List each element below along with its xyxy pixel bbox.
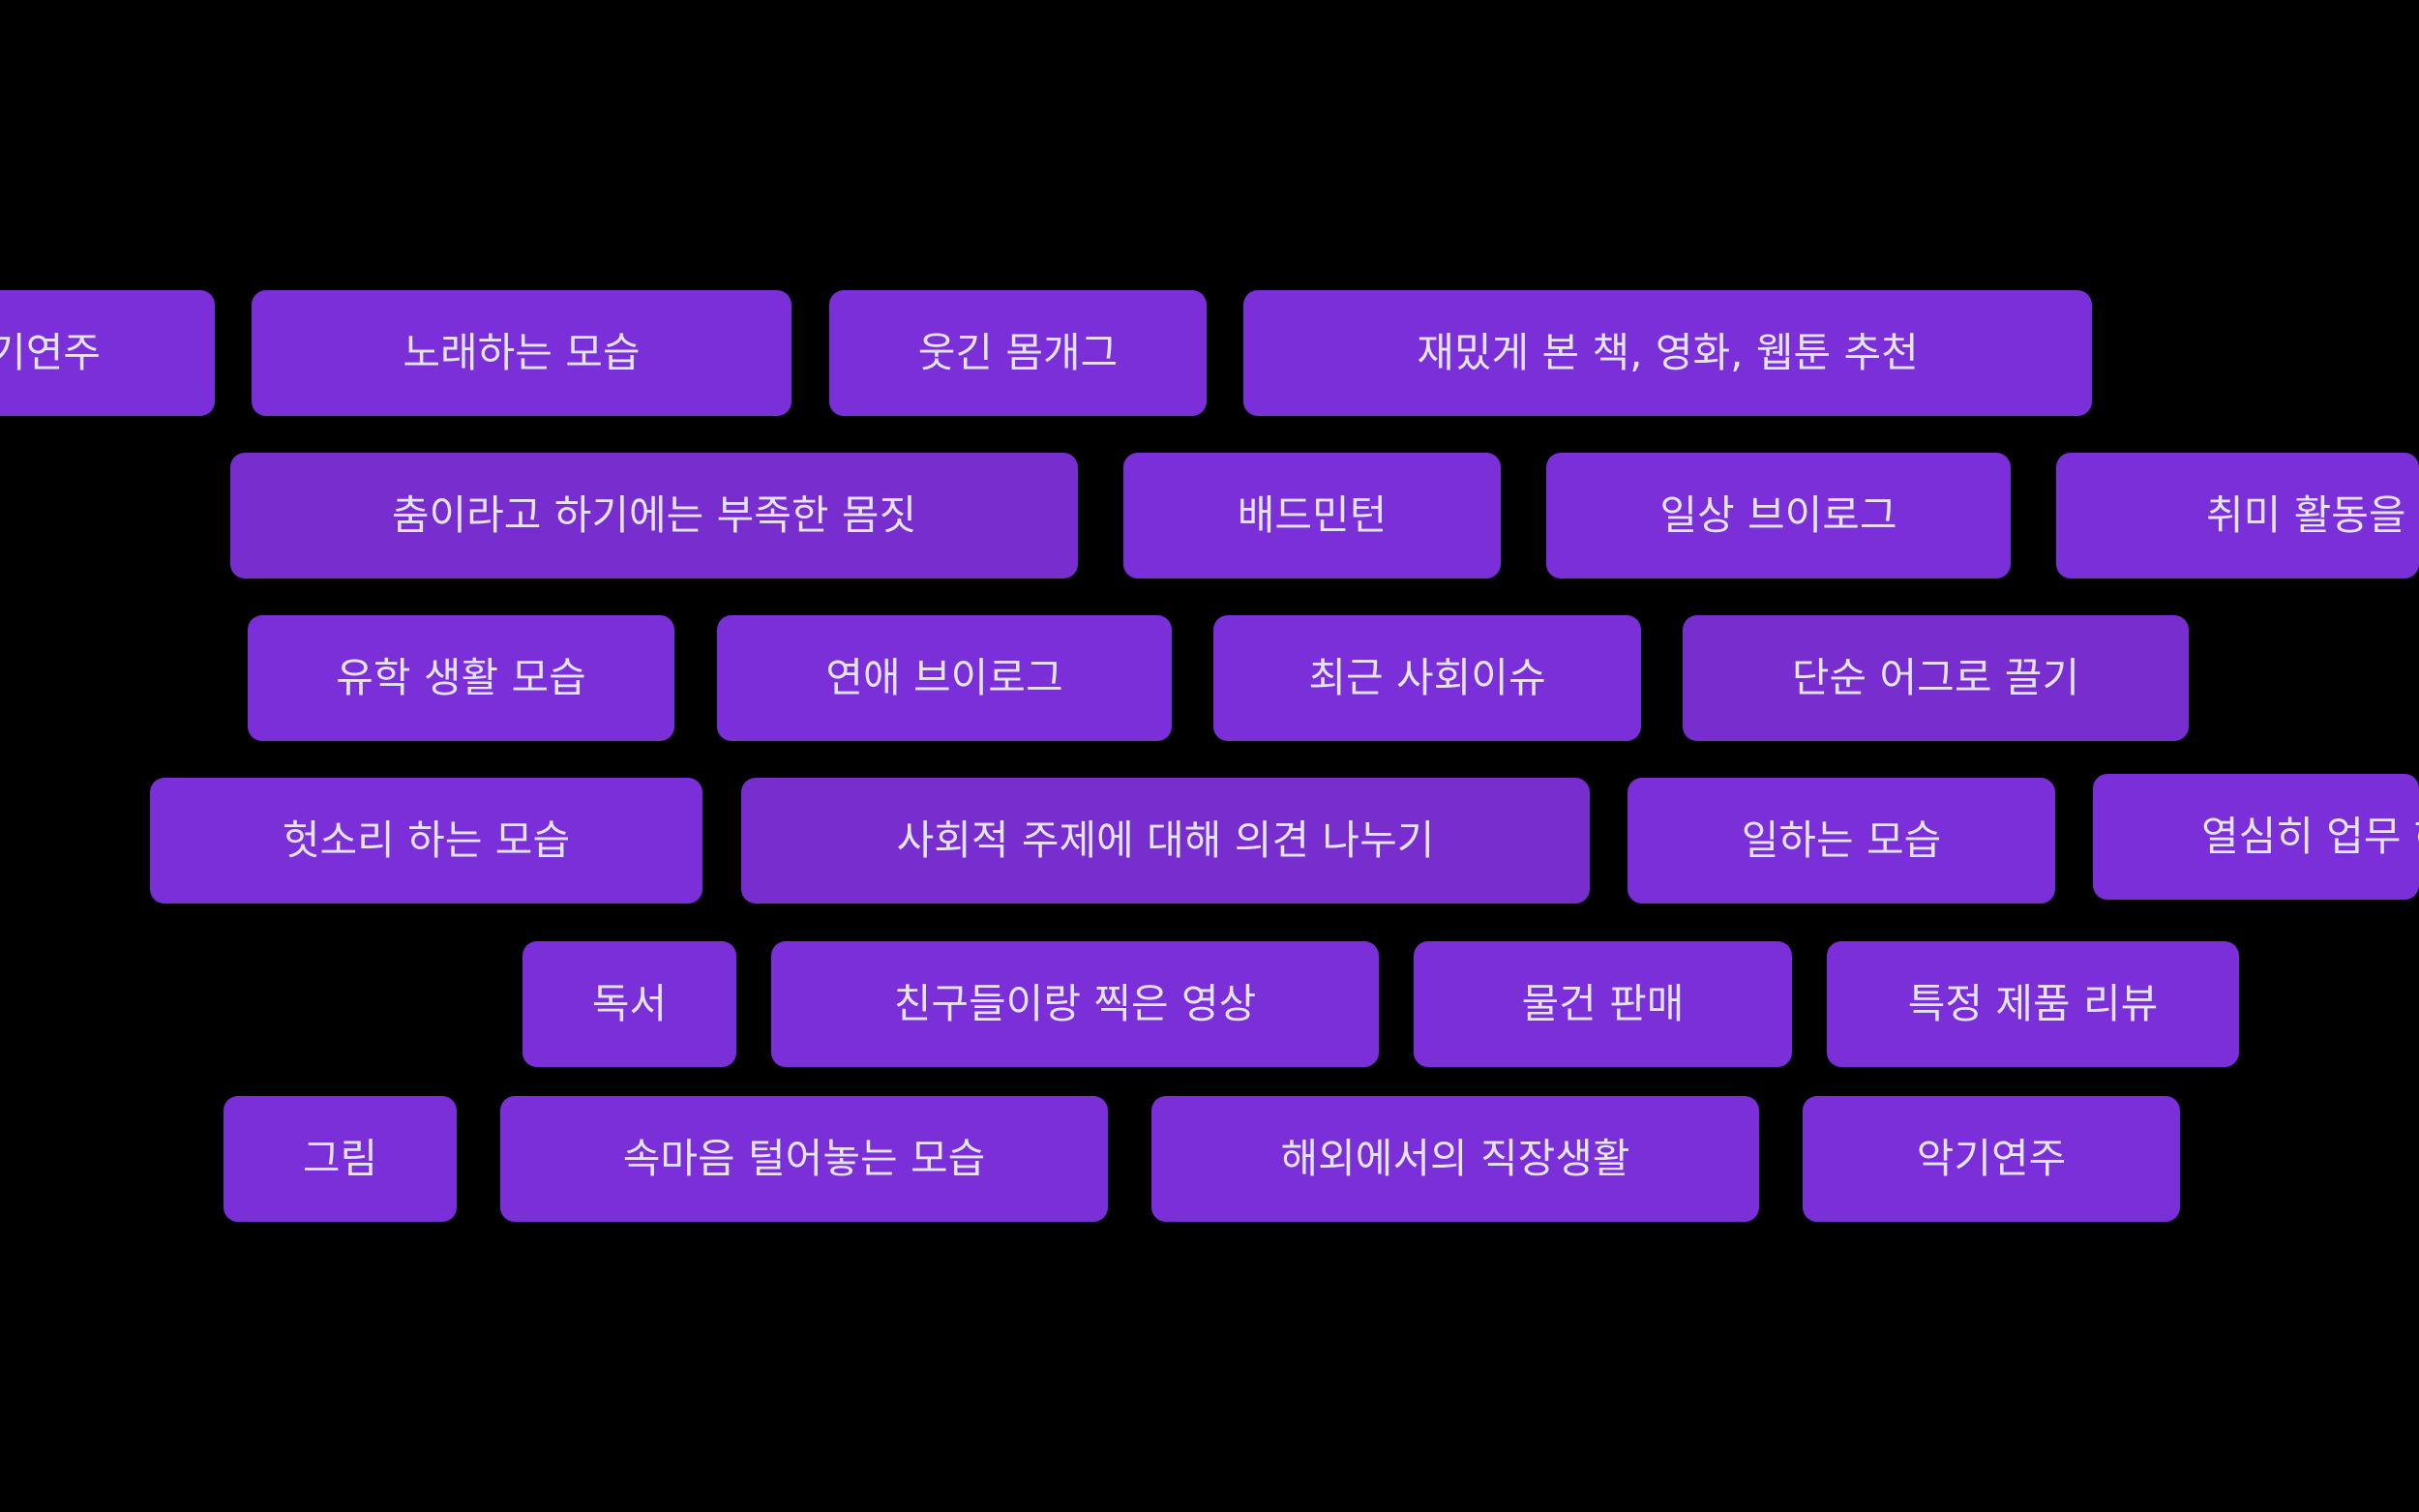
topic-chip[interactable]: 해외에서의 직장생활 xyxy=(1151,1096,1759,1222)
topic-chip[interactable]: 노래하는 모습 xyxy=(252,290,791,416)
topic-chip[interactable]: 독서 xyxy=(523,941,736,1067)
topic-chip[interactable]: 단순 어그로 끌기 xyxy=(1683,615,2189,741)
topic-chip[interactable]: 사회적 주제에 대해 의견 나누기 xyxy=(741,778,1590,904)
topic-chip[interactable]: 재밌게 본 책, 영화, 웹툰 추천 xyxy=(1243,290,2092,416)
topic-chip[interactable]: 일상 브이로그 xyxy=(1546,453,2011,578)
topic-chip[interactable]: 춤이라고 하기에는 부족한 몸짓 xyxy=(230,453,1078,578)
topic-chip[interactable]: 악기연주 xyxy=(1803,1096,2180,1222)
topic-chip[interactable]: 연애 브이로그 xyxy=(717,615,1172,741)
topic-chip[interactable]: 웃긴 몸개그 xyxy=(829,290,1207,416)
topic-chip[interactable]: 배드민턴 xyxy=(1123,453,1501,578)
topic-chip[interactable]: 속마음 털어놓는 모습 xyxy=(500,1096,1108,1222)
topic-chip[interactable]: 물건 판매 xyxy=(1414,941,1792,1067)
topic-chip[interactable]: 기연주 xyxy=(0,290,215,416)
topic-chip[interactable]: 친구들이랑 찍은 영상 xyxy=(771,941,1379,1067)
topic-chip[interactable]: 헛소리 하는 모습 xyxy=(150,778,702,904)
topic-chip[interactable]: 열심히 업무 하 xyxy=(2093,774,2419,900)
topic-chip[interactable]: 일하는 모습 xyxy=(1628,778,2055,904)
topic-chip[interactable]: 유학 생활 모습 xyxy=(248,615,674,741)
topic-chip[interactable]: 그림 xyxy=(224,1096,457,1222)
topic-chip[interactable]: 특정 제품 리뷰 xyxy=(1827,941,2239,1067)
topic-chip[interactable]: 최근 사회이슈 xyxy=(1213,615,1641,741)
topic-chip[interactable]: 취미 활동을 소 xyxy=(2056,453,2419,578)
